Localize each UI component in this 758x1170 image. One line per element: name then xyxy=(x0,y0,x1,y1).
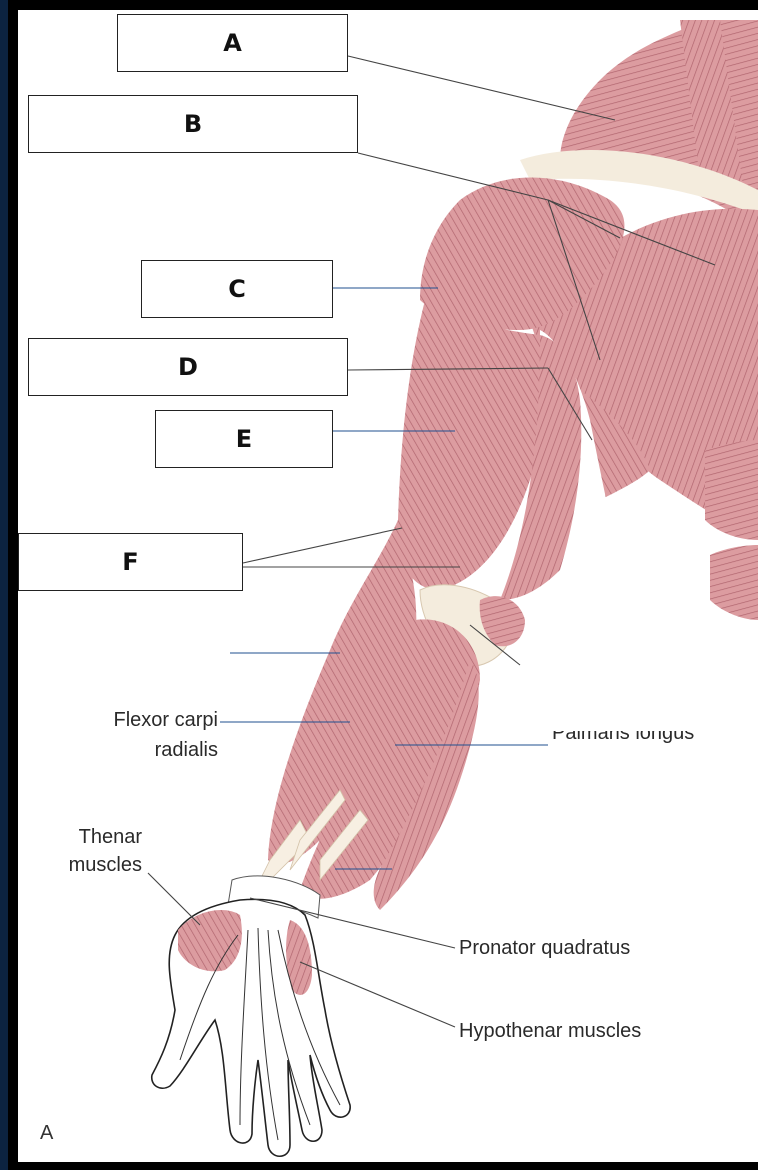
label-thenar-line1: Thenar xyxy=(40,825,142,849)
label-thenar-line2: muscles xyxy=(40,853,142,877)
label-palmaris-longus-text: Palmaris longus xyxy=(552,731,694,744)
label-pronator-quadratus: Pronator quadratus xyxy=(459,936,630,960)
label-palmaris-longus: Palmaris longus xyxy=(552,731,752,747)
answer-box-b[interactable]: B xyxy=(28,95,358,153)
panel-letter: A xyxy=(40,1122,53,1145)
label-flexor-carpi-radialis-line1: Flexor carpi xyxy=(60,708,218,732)
label-hypothenar-muscles: Hypothenar muscles xyxy=(459,1019,641,1043)
answer-box-e[interactable]: E xyxy=(155,410,333,468)
answer-box-c[interactable]: C xyxy=(141,260,333,318)
answer-box-a[interactable]: A xyxy=(117,14,348,72)
answer-box-f[interactable]: F xyxy=(18,533,243,591)
answer-box-d[interactable]: D xyxy=(28,338,348,396)
chest-band-1 xyxy=(705,440,758,540)
label-flexor-carpi-radialis-line2: radialis xyxy=(60,738,218,762)
